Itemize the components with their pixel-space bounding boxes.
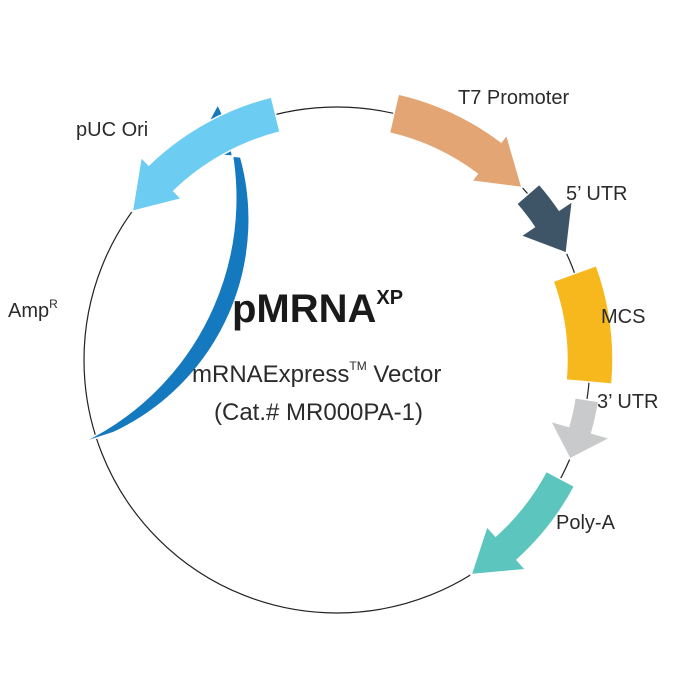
t7-promoter-label: T7 Promoter	[458, 87, 569, 109]
plasmid-title: pMRNAXP	[232, 287, 403, 331]
5-utr-arrow	[515, 183, 574, 255]
3-utr-label: 3’ UTR	[597, 391, 658, 413]
amp-r-label: AmpR	[8, 297, 58, 322]
poly-a-arrow	[470, 470, 576, 576]
3-utr-arrow	[548, 396, 613, 460]
catalog-number: (Cat.# MR000PA-1)	[214, 399, 423, 426]
poly-a-label: Poly-A	[556, 512, 616, 534]
5-utr-label: 5’ UTR	[566, 183, 627, 205]
puc-ori-label: pUC Ori	[76, 119, 148, 141]
puc-ori-arrow	[131, 96, 282, 213]
mcs-segment	[552, 264, 614, 385]
t7-promoter-arrow	[388, 93, 524, 189]
mcs-label: MCS	[601, 306, 645, 328]
vector-name: mRNAExpressTM Vector	[192, 359, 441, 388]
